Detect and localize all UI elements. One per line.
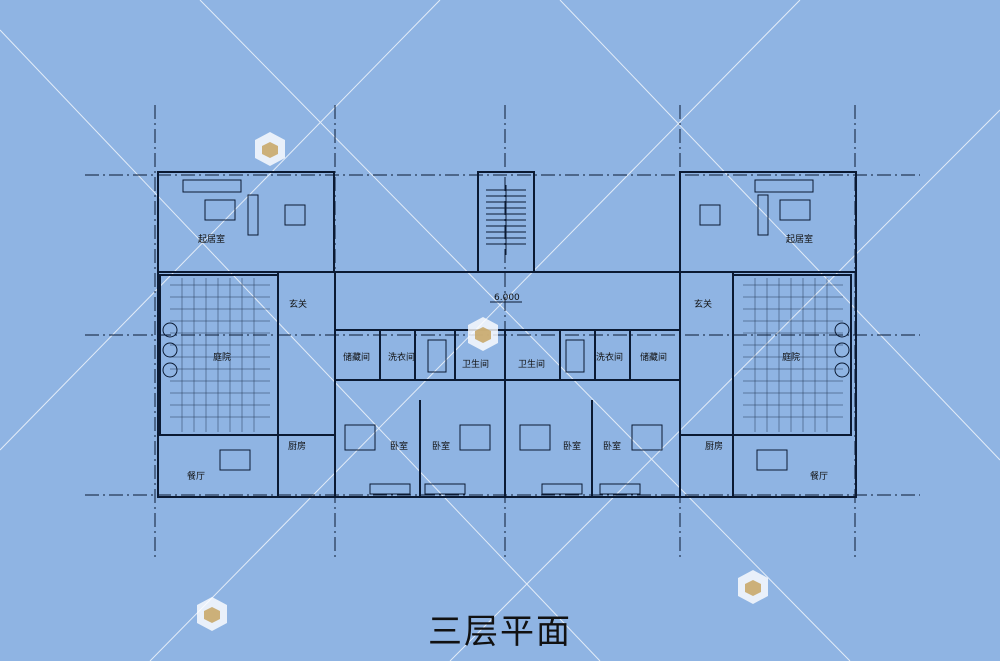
room-label: 厨房 xyxy=(288,440,306,452)
room-label: 卫生间 xyxy=(462,358,489,370)
room-label: 储藏间 xyxy=(640,351,667,363)
furniture-icon xyxy=(162,179,850,495)
walls xyxy=(157,171,857,498)
room-label: 卧室 xyxy=(390,440,408,452)
room-label: 厨房 xyxy=(705,440,723,452)
plan-title: 三层平面 xyxy=(428,612,572,652)
room-label: 庭院 xyxy=(213,351,231,363)
room-label: 卧室 xyxy=(603,440,621,452)
room-label: 卧室 xyxy=(563,440,581,452)
axis-lines xyxy=(85,105,920,560)
room-label: 餐厅 xyxy=(187,470,205,482)
room-label: 起居室 xyxy=(786,233,813,245)
room-label: 玄关 xyxy=(289,298,307,310)
room-label: 玄关 xyxy=(694,298,712,310)
room-label: 起居室 xyxy=(198,233,225,245)
room-label: 庭院 xyxy=(782,351,800,363)
room-label: 餐厅 xyxy=(810,470,828,482)
room-label: 卫生间 xyxy=(518,358,545,370)
room-label: 洗衣间 xyxy=(388,351,415,363)
room-label: 储藏间 xyxy=(343,351,370,363)
room-label: 洗衣间 xyxy=(596,351,623,363)
courtyard-tiles xyxy=(170,278,843,432)
logo-cube-icon xyxy=(197,132,768,631)
room-label: 卧室 xyxy=(432,440,450,452)
stair-icon xyxy=(486,185,526,255)
elevation-mark: 6.000 xyxy=(494,293,520,303)
